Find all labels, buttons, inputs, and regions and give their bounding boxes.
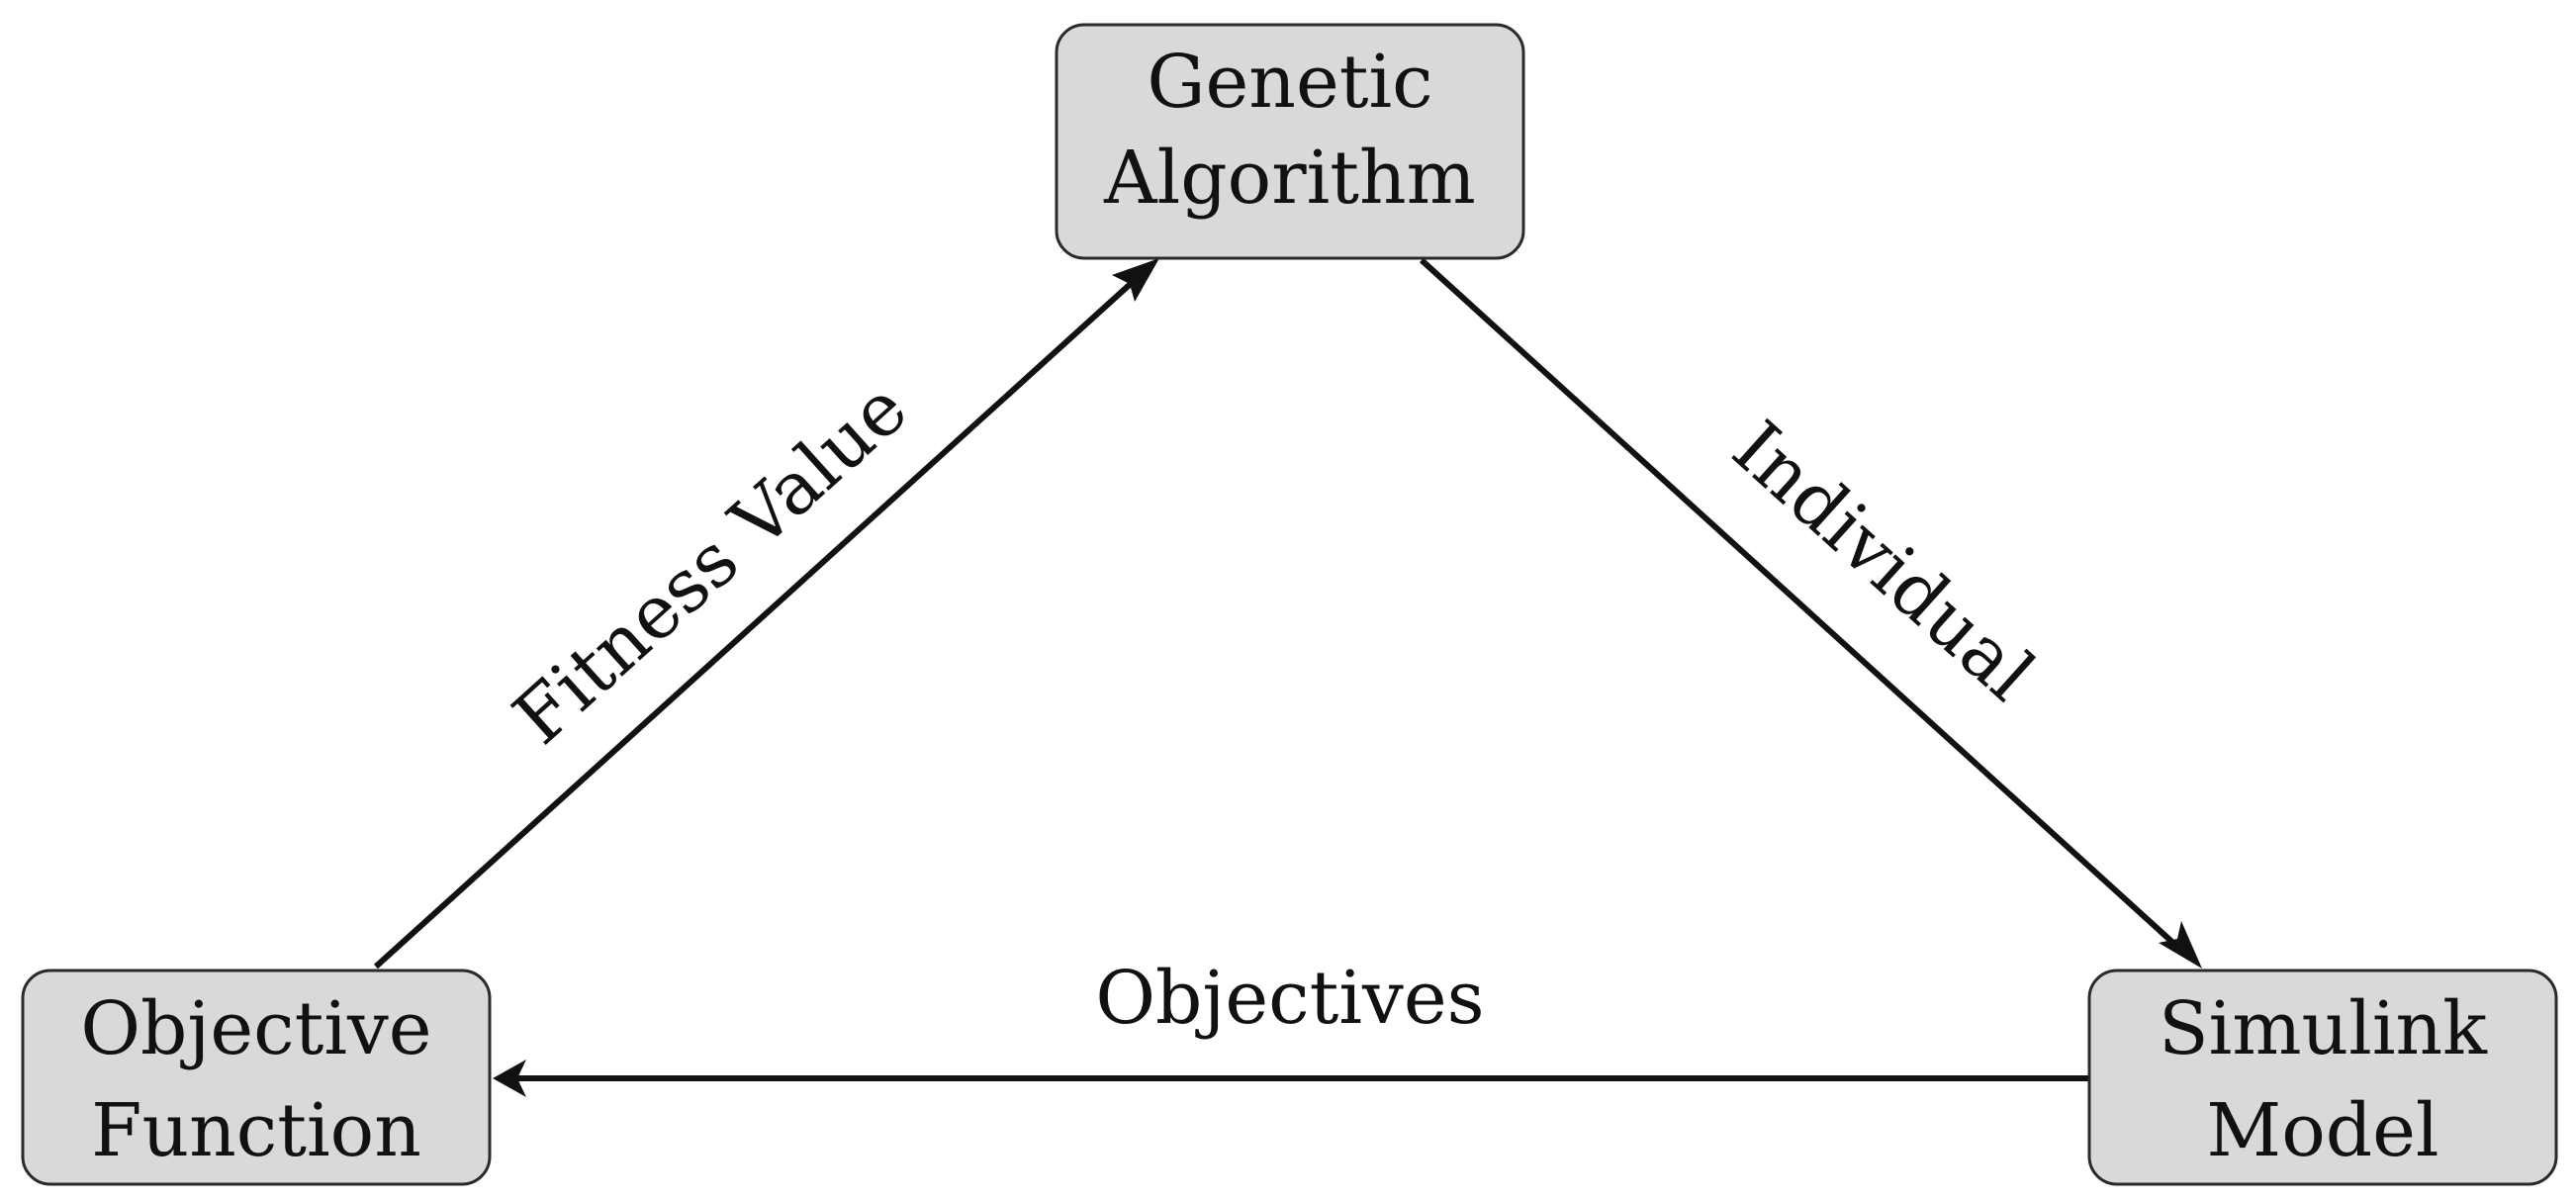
individual-line bbox=[1419, 257, 2189, 958]
genetic-algorithm-box bbox=[1055, 23, 1525, 260]
simulink-model-line1: Simulink bbox=[2159, 986, 2488, 1071]
objective-function-line1: Objective bbox=[80, 986, 431, 1071]
objective-function-box bbox=[21, 969, 492, 1186]
fitness-value-arrowhead bbox=[1112, 258, 1159, 302]
objectives-label: Objectives bbox=[1095, 956, 1484, 1041]
simulink-model-line2: Model bbox=[2206, 1088, 2438, 1173]
simulink-model-box bbox=[2087, 969, 2558, 1186]
edge-individual: Individual bbox=[1419, 257, 2202, 969]
objectives-arrowhead bbox=[493, 1060, 526, 1097]
genetic-algorithm-line1: Genetic bbox=[1147, 40, 1432, 125]
genetic-algorithm-line2: Algorithm bbox=[1103, 136, 1476, 221]
node-simulink-model: Simulink Model bbox=[2087, 969, 2558, 1186]
fitness-value-label: Fitness Value bbox=[498, 366, 923, 762]
objective-function-line2: Function bbox=[91, 1088, 421, 1173]
individual-arrowhead bbox=[2159, 921, 2202, 969]
node-genetic-algorithm: Genetic Algorithm bbox=[1055, 23, 1525, 260]
individual-label: Individual bbox=[1716, 406, 2050, 718]
fitness-value-line bbox=[373, 269, 1147, 970]
edge-fitness-value: Fitness Value bbox=[373, 258, 1159, 970]
node-objective-function: Objective Function bbox=[21, 969, 492, 1186]
edge-objectives: Objectives bbox=[493, 956, 2089, 1097]
